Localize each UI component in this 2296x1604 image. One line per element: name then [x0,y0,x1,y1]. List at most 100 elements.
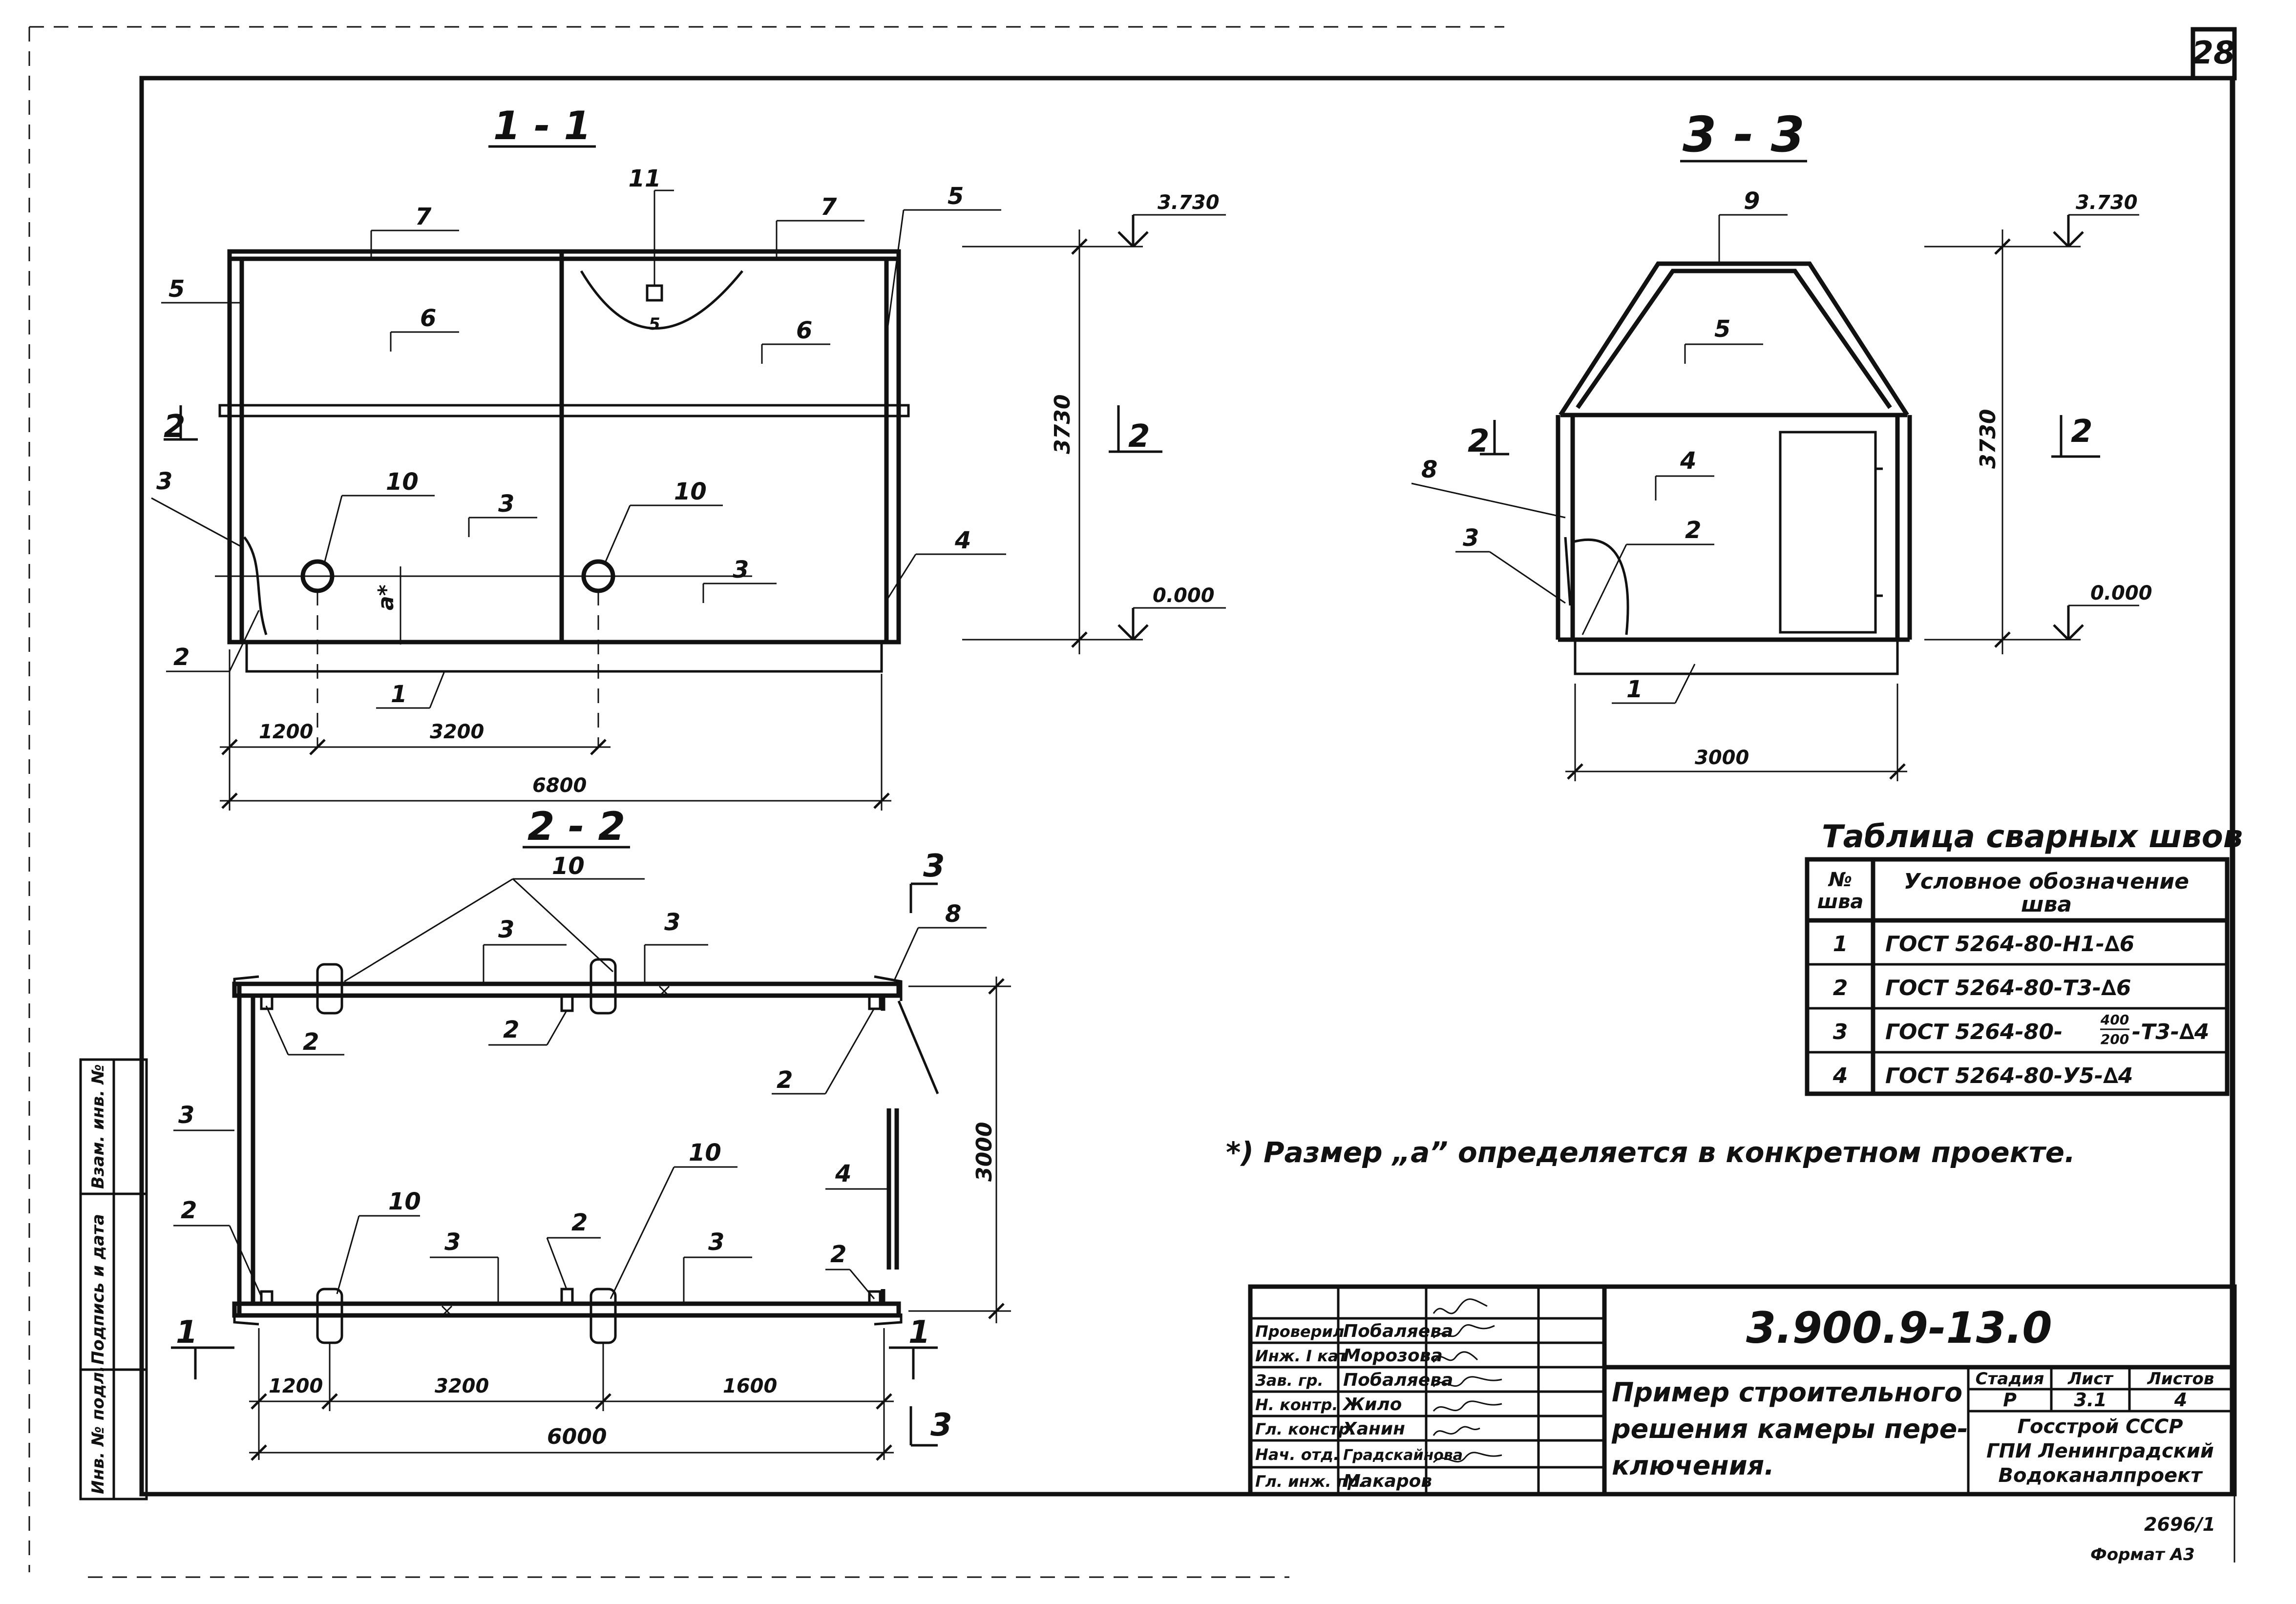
dim-3000-section: 3000 [1695,747,1749,769]
callout-2-2-2-d: 2 [181,1197,197,1224]
signer-name-6: Градскайнова [1343,1447,1463,1464]
footnote: *) Размер „a” определяется в конкретном … [1226,1136,2075,1169]
cut-3-3-right-label: 2 [2071,414,2093,450]
callout-2-2-3-bot-left: 3 [444,1229,461,1256]
dim-1600-plan: 1600 [723,1375,777,1397]
section-1-1-leaders [151,209,1006,709]
callout-3-3-3: 3 [1463,524,1479,552]
section-2-2-dims [249,977,1011,1461]
callout-2-2-3-top-right: 3 [664,909,680,936]
weld-table-col-num-2: шва [1817,891,1864,913]
callout-2-2-2-e: 2 [571,1209,588,1236]
weld-row-2-num: 2 [1833,976,1848,1000]
signer-role-7: Гл. инж. пр. [1255,1472,1365,1491]
weld-row-1-num: 1 [1833,932,1848,957]
callout-6-right: 6 [796,317,812,344]
callout-5-right: 5 [948,183,964,210]
section-2-2-leaders [173,878,987,1304]
callout-2-2-3-left: 3 [178,1102,194,1129]
weld-table-col-num-1: № [1828,869,1852,891]
stage-header-3: Листов [2147,1369,2214,1389]
callout-2-2-8: 8 [945,900,961,928]
cut-3-top-label: 3 [923,848,945,884]
cut-3-3-left-label: 2 [1468,423,1490,459]
side-stamp-sign: Подпись и дата [88,1214,108,1365]
weld-row-3-frac-bot: 200 [2101,1031,2129,1047]
dim-1200-top: 1200 [259,721,313,743]
sheet-frame [28,26,2237,1578]
section-2-2-drawing [232,958,939,1344]
cut-marker-3-3-right [2051,415,2100,458]
side-stamp-inv: Инв. № подл. [88,1366,108,1494]
callout-11: 11 [629,165,661,192]
org-line-2: ГПИ Ленинградский [1986,1440,2214,1462]
dim-height-3-3: 3730 [1976,409,2001,469]
title-block-code: 3.900.9-13.0 [1746,1303,2052,1353]
signer-name-2: Морозова [1343,1346,1443,1366]
callout-5-left: 5 [169,275,185,303]
dim-3000-plan: 3000 [972,1122,997,1182]
cut-2-left-label: 2 [164,409,186,445]
callout-3-right: 3 [733,556,749,583]
sheet-number: 28 [2191,35,2235,71]
callout-1: 1 [391,681,407,708]
callout-2-2-2-b: 2 [503,1016,519,1043]
signer-name-4: Жило [1342,1395,1402,1415]
callout-2-2-2-a: 2 [303,1028,319,1056]
signer-role-6: Нач. отд. [1255,1445,1339,1464]
weld-table-grid [1805,857,2230,1096]
weld-row-4-desc: ГОСТ 5264-80-У5-∆4 [1885,1063,2133,1088]
side-stamp [79,1058,148,1500]
signer-role-5: Гл. констр. [1255,1420,1356,1438]
level-top-1-1: 3.730 [1158,191,1220,214]
cut-marker-2-right [1109,405,1162,453]
dim-1200-plan: 1200 [269,1375,323,1397]
section-3-3-drawing [1556,261,1912,675]
callout-10-right: 10 [674,478,707,505]
section-1-1-title: 1 - 1 [493,103,591,148]
callout-3-mid: 3 [498,490,514,518]
cut-2-right-label: 2 [1128,418,1150,455]
callout-6-left: 6 [420,305,436,332]
level-top-3-3: 3.730 [2076,191,2138,214]
signatures [1432,1298,1502,1463]
callout-2-2-10-top: 10 [552,853,585,880]
signer-name-3: Побаляева [1343,1370,1453,1390]
stage-value-2: 3.1 [2074,1389,2106,1411]
callout-3-3-4: 4 [1680,447,1696,475]
callout-2-2-3-top-left: 3 [498,916,514,943]
callout-2-2-4: 4 [835,1160,851,1187]
weld-row-2-desc: ГОСТ 5264-80-Т3-∆6 [1885,976,2131,1000]
level-zero-1-1: 0.000 [1153,584,1215,607]
stage-value-1: Р [2003,1389,2017,1411]
weld-row-1-desc: ГОСТ 5264-80-Н1-∆6 [1885,932,2134,957]
org-line-1: Госстрой СССР [2017,1416,2183,1438]
callout-small-5: 5 [649,314,660,334]
callout-2-2-3-bot-right: 3 [708,1229,724,1256]
signer-name-7: Макаров [1343,1471,1432,1491]
level-zero-3-3: 0.000 [2090,582,2152,604]
section-1-1-vertical-dims [962,214,1226,654]
weld-row-4-num: 4 [1833,1063,1848,1088]
callout-4: 4 [954,527,971,554]
section-3-3-title: 3 - 3 [1683,106,1805,163]
callout-3-3-2: 2 [1685,517,1701,544]
dim-3200-top: 3200 [430,721,484,743]
stage-header-1: Стадия [1976,1369,2044,1389]
dim-6800: 6800 [532,774,587,797]
callout-3-3-9: 9 [1744,187,1760,215]
callout-3-3-1: 1 [1626,676,1643,703]
section-2-2-title: 2 - 2 [527,804,625,849]
stage-header-2: Лист [2067,1369,2114,1389]
signer-role-4: Н. контр. [1255,1396,1338,1414]
callout-2: 2 [173,644,190,671]
signer-role-3: Зав. гр. [1255,1371,1324,1390]
dim-6000-plan: 6000 [547,1424,607,1449]
cut-3-bottom-label: 3 [930,1407,952,1443]
weld-row-3-desc-a: ГОСТ 5264-80- [1885,1020,2063,1044]
section-3-3-dims [1565,214,2139,781]
archive-number: 2696/1 [2144,1514,2215,1535]
side-stamp-replace: Взам. инв. № [88,1064,108,1189]
weld-row-3-desc-b: -Т3-∆4 [2132,1020,2209,1044]
